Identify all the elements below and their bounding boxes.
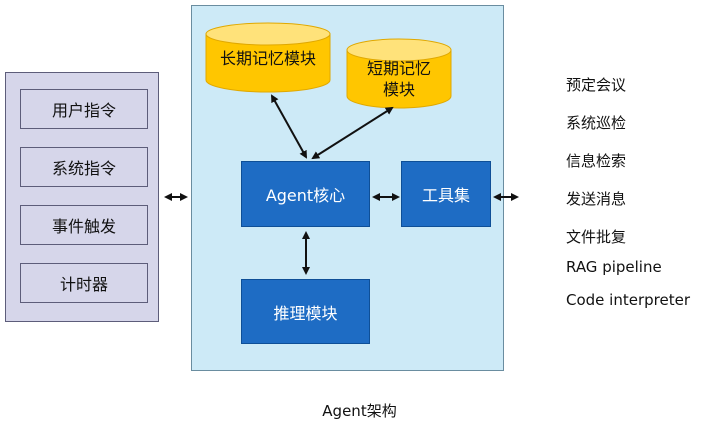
tool-item-code-interpreter: Code interpreter	[566, 291, 690, 309]
tool-item-rag-pipeline: RAG pipeline	[566, 258, 662, 276]
long-term-memory-cylinder	[205, 22, 331, 93]
tool-item-system-inspection: 系统巡检	[566, 114, 627, 132]
input-item-event-trigger: 事件触发	[20, 205, 148, 245]
tool-item-schedule-meeting: 预定会议	[566, 76, 627, 94]
short-term-memory-label-line2: 模块	[382, 80, 415, 99]
tool-item-information-retrieval: 信息检索	[566, 152, 627, 170]
short-term-memory-cylinder	[346, 38, 452, 109]
toolset-box: 工具集	[401, 161, 491, 227]
short-term-memory-label-line1: 短期记忆	[366, 59, 431, 78]
arrow-shortterm-to-core	[311, 106, 394, 160]
tool-item-document-approval: 文件批复	[566, 228, 627, 246]
reasoning-module-box: 推理模块	[241, 279, 370, 344]
agent-core-box: Agent核心	[241, 161, 370, 227]
input-item-timer: 计时器	[20, 263, 148, 303]
long-term-memory-label: 长期记忆模块	[219, 49, 316, 68]
tool-item-send-message: 发送消息	[566, 190, 627, 208]
arrow-longterm-to-core	[271, 94, 307, 159]
input-item-system-command: 系统指令	[20, 147, 148, 187]
diagram-caption: Agent架构	[322, 402, 397, 420]
input-sources-panel: 用户指令 系统指令 事件触发 计时器	[5, 72, 159, 322]
input-item-user-command: 用户指令	[20, 89, 148, 129]
